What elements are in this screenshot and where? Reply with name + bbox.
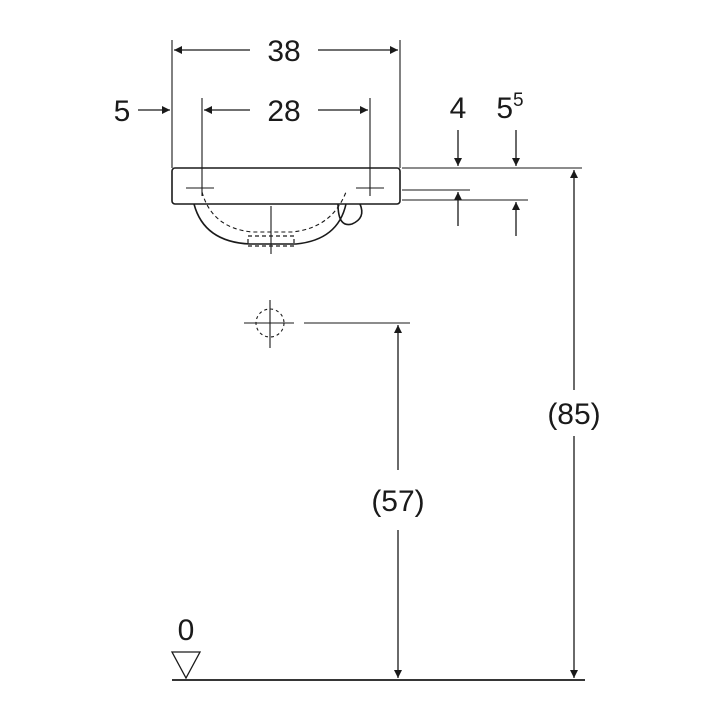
extension-lines	[171, 40, 585, 681]
tap-hole-right	[356, 180, 384, 196]
basin-overflow-bump	[337, 203, 363, 226]
overall-width-label: 38	[267, 35, 300, 68]
rim-overall-sup: 5	[513, 90, 524, 111]
basin-inner-edge	[201, 191, 347, 233]
tap-hole-left	[186, 180, 214, 196]
drain-height-label: (57)	[371, 485, 424, 518]
side-offset-label: 5	[114, 95, 131, 128]
rim-height-label: (85)	[547, 398, 600, 431]
basin-profile	[171, 167, 401, 254]
basin-bowl	[193, 203, 347, 245]
basin-rim	[171, 167, 401, 205]
floor-level-symbol: 0	[170, 614, 202, 680]
rim-depth-label: 4	[450, 92, 467, 125]
rim-overall-depth-label: 55	[496, 90, 523, 125]
dimension-lines	[138, 46, 578, 678]
floor-level-label: 0	[178, 614, 195, 647]
bowl-width-label: 28	[267, 95, 300, 128]
rim-overall-base: 5	[496, 92, 513, 125]
drain-crosshair	[244, 300, 294, 348]
